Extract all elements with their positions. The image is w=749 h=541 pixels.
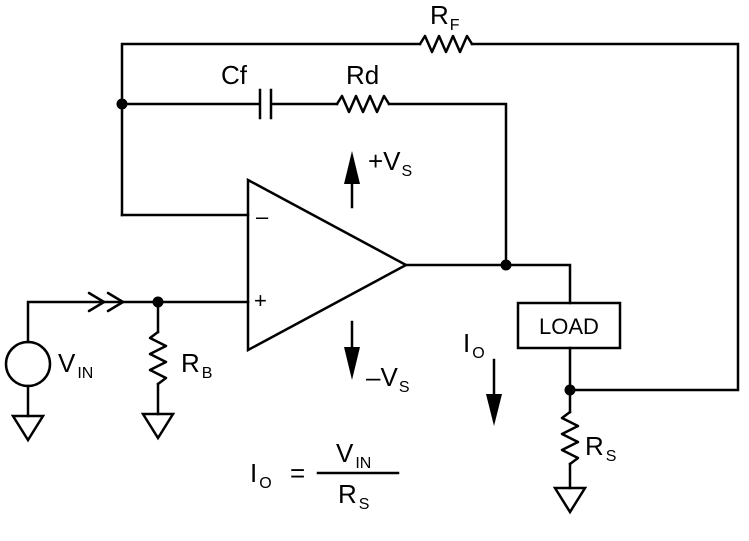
cf-label: Cf (221, 60, 248, 90)
ground-symbol (140, 412, 176, 441)
load-label: LOAD (539, 314, 599, 339)
positive-supply-pin (344, 151, 360, 209)
inverting-input-sign: – (256, 204, 269, 229)
output-wire (404, 263, 572, 305)
ground-symbol (10, 414, 46, 443)
noninverting-input-sign: + (254, 288, 267, 313)
equation-equals: = (290, 458, 305, 488)
input-wire (26, 300, 250, 344)
input-connector-chevrons (87, 291, 125, 313)
rf-resistor (418, 34, 474, 54)
vin-source (4, 340, 52, 388)
rb-resistor (148, 330, 168, 386)
rs-resistor (560, 410, 580, 466)
rd-resistor (335, 94, 391, 114)
negative-supply-pin (344, 320, 360, 380)
cf-rd-wire (120, 102, 508, 267)
rf-feedback-wire (120, 42, 740, 392)
junction-dot (116, 98, 128, 110)
junction-dot (564, 384, 576, 396)
vs-positive-label: +VS (368, 146, 412, 180)
rd-label: Rd (346, 60, 379, 90)
ground-symbol (552, 486, 588, 515)
op-amp-triangle (246, 177, 409, 353)
cf-capacitor (258, 88, 273, 120)
junction-dot (500, 259, 512, 271)
vs-negative-label: –VS (366, 362, 409, 396)
rf-label: RF (430, 0, 460, 34)
io-current-arrow (486, 358, 502, 426)
